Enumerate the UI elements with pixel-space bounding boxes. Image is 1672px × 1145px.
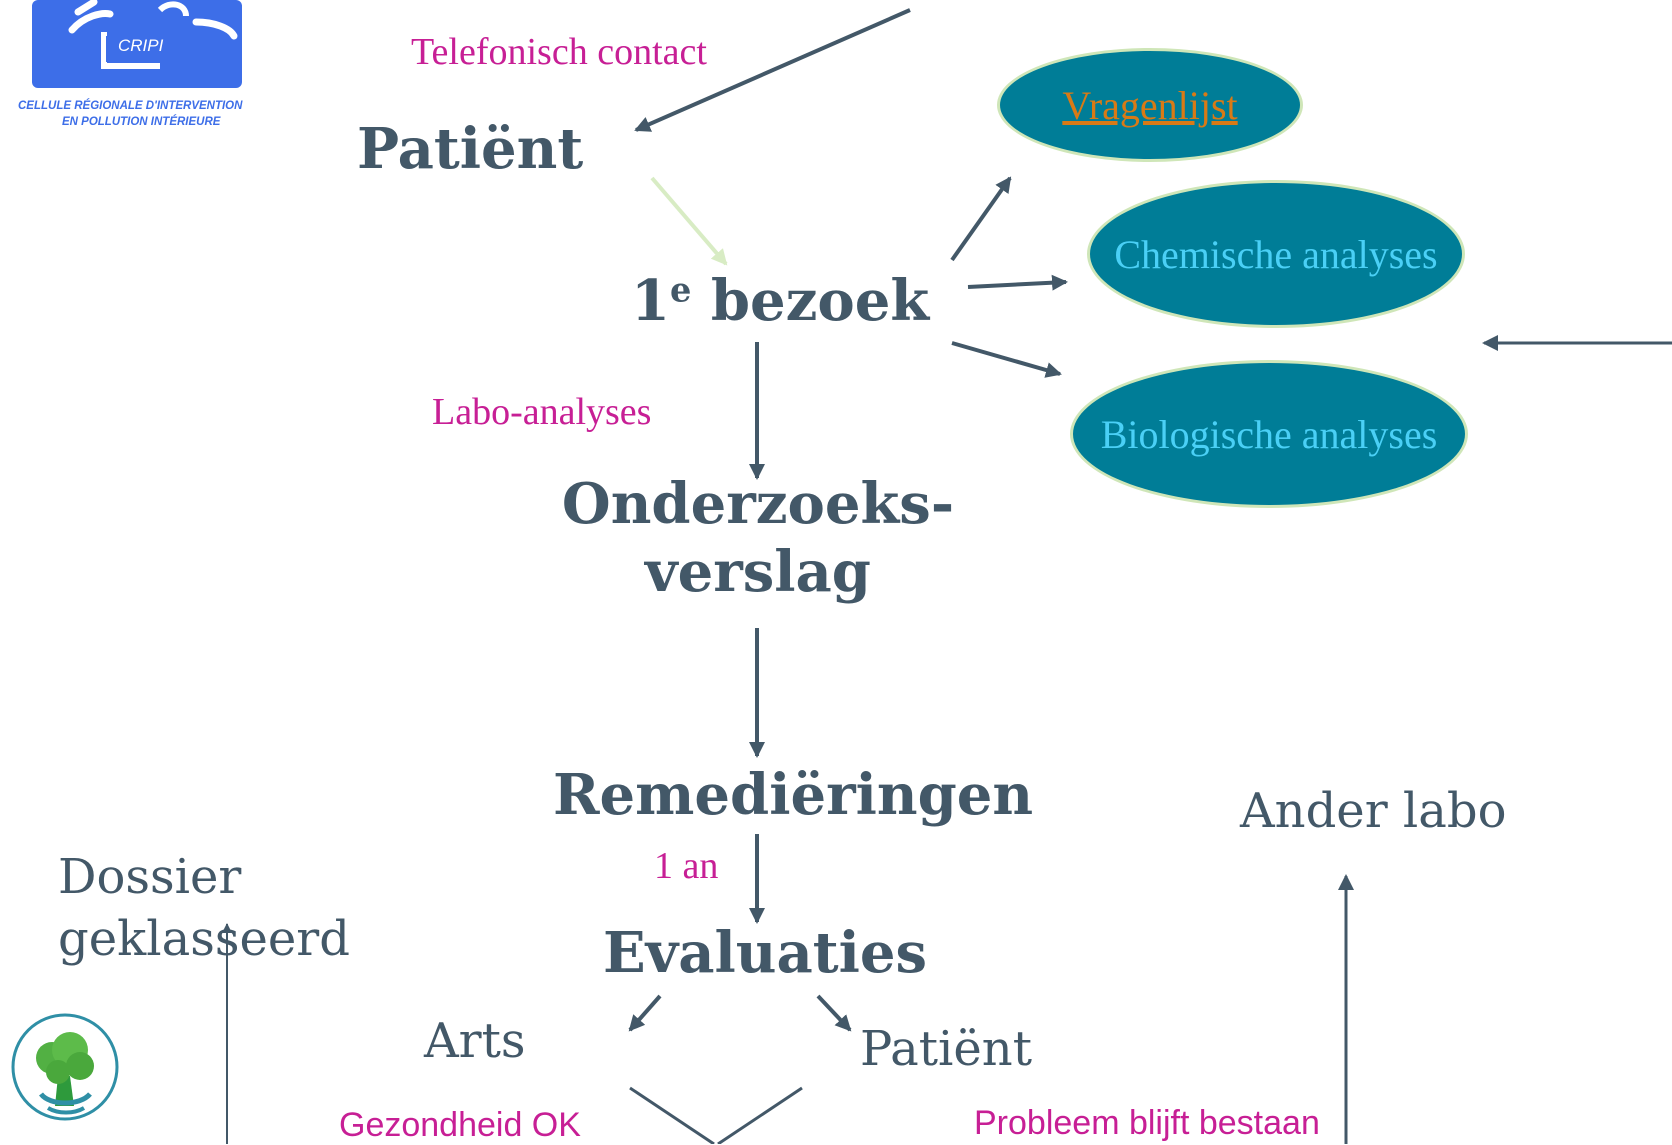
vragenlijst-link[interactable]: Vragenlijst [1062,82,1238,128]
arrow-bezoek-to-vragenlijst [950,176,1012,262]
cripi-house-icon [32,0,242,88]
node-patient-top: Patiënt [357,116,584,182]
node-patient-bottom: Patiënt [860,1021,1033,1077]
node-eerste-bezoek: 1e bezoek [631,268,929,335]
biologische-label: Biologische analyses [1100,411,1438,457]
cripi-tagline-line2: EN POLLUTION INTÉRIEURE [62,116,221,128]
label-1-an: 1 an [654,845,719,887]
node-ander-labo: Ander labo [1240,783,1507,839]
onderzoeksverslag-line1: Onderzoeks- [561,471,955,537]
bezoek-word: bezoek [710,268,930,334]
ellipse-chemische-analyses: Chemische analyses [1087,180,1465,328]
node-arts: Arts [424,1013,526,1069]
onderzoeksverslag-line2: verslag [645,539,871,606]
chemische-label: Chemische analyses [1114,231,1438,277]
label-telefonisch-contact: Telefonisch contact [411,31,707,73]
ellipse-vragenlijst[interactable]: Vragenlijst [997,48,1303,162]
label-probleem-blijft-bestaan: Probleem blijft bestaan [974,1104,1320,1142]
label-labo-analyses: Labo-analyses [432,391,652,433]
node-onderzoeksverslag: Onderzoeks- verslag [548,470,968,607]
cripi-tagline-line1: CELLULE RÉGIONALE D'INTERVENTION [18,100,243,112]
node-evaluaties: Evaluaties [603,920,928,986]
bezoek-superscript: e [669,269,692,310]
arrow-into-patient [634,8,911,132]
label-gezondheid-ok: Gezondheid OK [339,1106,581,1144]
tree-logo [8,1010,123,1125]
cripi-logo: CRIPI CELLULE RÉGIONALE D'INTERVENTION E… [10,0,260,135]
dossier-line2: geklasseerd [58,911,350,968]
arrow-bezoek-to-chemische [967,274,1068,291]
node-remedieringen: Remediëringen [553,762,1034,828]
arrow-evaluaties-to-patient [816,994,852,1032]
arrow-bezoek-to-biologische [951,341,1062,378]
arrow-evaluaties-to-arts [628,994,662,1032]
arrow-patient-to-bezoek [650,176,728,266]
bezoek-number: 1 [631,268,670,334]
dossier-line1: Dossier [58,849,242,905]
arrow-patient-to-bottom [717,1086,803,1144]
node-dossier-geklasseerd: Dossier geklasseerd [58,846,350,971]
arrow-arts-to-bottom [629,1086,715,1144]
cripi-badge-text: CRIPI [118,36,164,55]
ellipse-biologische-analyses: Biologische analyses [1070,360,1468,508]
tree-icon [11,1013,119,1121]
